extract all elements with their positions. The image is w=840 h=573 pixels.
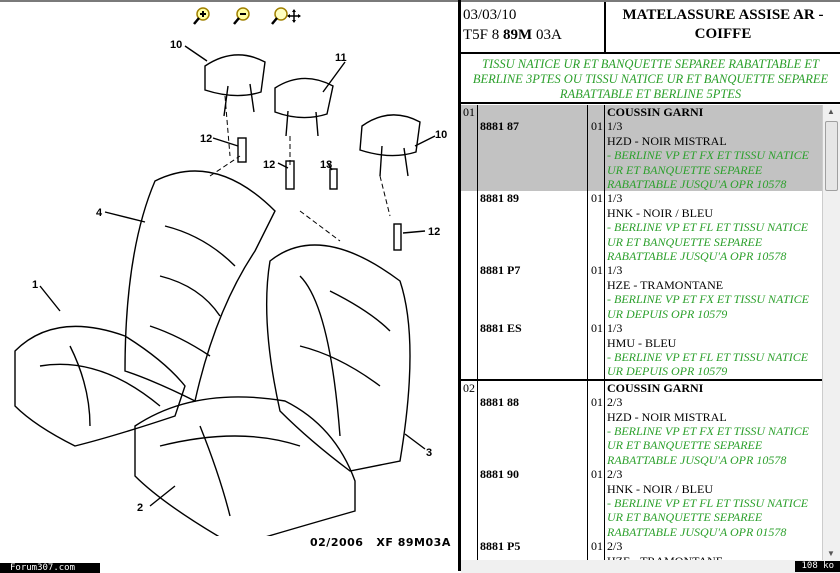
- group-index: [461, 191, 478, 264]
- callout-label: 12: [428, 226, 440, 238]
- part-qty: 01: [588, 539, 605, 560]
- callout-label: 2: [137, 502, 143, 514]
- group-index: [461, 467, 478, 540]
- group-index: [461, 321, 478, 379]
- callout-label: 12: [200, 133, 212, 145]
- part-note: - BERLINE VP ET FX ET TISSU NATICE UR DE…: [607, 292, 809, 321]
- part-qty: 01: [588, 467, 605, 540]
- part-position: 2/3: [607, 539, 623, 554]
- part-color: HNK - NOIR / BLEU: [607, 481, 713, 496]
- callout-label: 10: [435, 129, 447, 141]
- part-ref[interactable]: 8881 P5: [478, 539, 588, 560]
- diagram-code: 02/2006 XF 89M03A: [310, 536, 451, 549]
- group-index: [461, 263, 478, 322]
- diagram-pane: 10 11 10 12 12 13 12 4 1 3 2 02/2006 XF …: [0, 0, 458, 573]
- part-ref[interactable]: 8881 P7: [478, 263, 588, 322]
- parts-pane: 03/03/10 T5F 8 89M 03A MATELASSURE ASSIS…: [461, 0, 840, 573]
- part-note: - BERLINE VP ET FX ET TISSU NATICE UR ET…: [607, 148, 809, 192]
- part-position: 1/3: [607, 191, 623, 206]
- part-ref[interactable]: 8881 88: [478, 380, 588, 468]
- part-qty: 01: [588, 263, 605, 322]
- status-bar: 108 ko: [461, 560, 840, 573]
- callout-label: 4: [96, 207, 103, 219]
- part-name: COUSSIN GARNI: [607, 105, 704, 119]
- callout-label: 11: [335, 52, 347, 64]
- callout-label: 13: [320, 159, 332, 171]
- part-color: HMU - BLEU: [607, 335, 677, 350]
- callout-label: 12: [263, 159, 275, 171]
- watermark: Forum307.com: [0, 563, 100, 573]
- parts-header: 03/03/10 T5F 8 89M 03A MATELASSURE ASSIS…: [461, 2, 840, 54]
- part-color: HZD - NOIR MISTRAL: [607, 133, 727, 148]
- part-note: - BERLINE VP ET FL ET TISSU NATICE UR ET…: [607, 220, 809, 264]
- seat-exploded-diagram: 10 11 10 12 12 13 12 4 1 3 2: [14, 39, 447, 536]
- scroll-thumb[interactable]: [825, 121, 838, 191]
- group-index: 02: [461, 380, 478, 468]
- part-qty: 01: [588, 380, 605, 468]
- zoom-pan-icon[interactable]: [270, 6, 302, 26]
- part-qty: 01: [588, 321, 605, 379]
- part-qty: 01: [588, 105, 605, 192]
- scroll-down-icon[interactable]: ▼: [827, 549, 835, 558]
- zoom-in-icon[interactable]: [190, 6, 216, 26]
- page-title: MATELASSURE ASSISE AR - COIFFE: [622, 7, 824, 42]
- part-ref[interactable]: 8881 89: [478, 191, 588, 264]
- part-color: HZE - TRAMONTANE: [607, 277, 724, 292]
- part-position: 1/3: [607, 321, 623, 336]
- scroll-up-icon[interactable]: ▲: [827, 107, 835, 116]
- file-size: 108 ko: [795, 561, 840, 572]
- zoom-out-icon[interactable]: [230, 6, 256, 26]
- part-position: 1/3: [607, 119, 623, 134]
- part-ref[interactable]: 8881 ES: [478, 321, 588, 379]
- part-color: HZE - TRAMONTANE: [607, 554, 822, 560]
- group-index: 01: [461, 105, 478, 192]
- part-note: - BERLINE VP ET FX ET TISSU NATICE UR ET…: [607, 423, 809, 467]
- applicability-subtitle: TISSU NATICE UR ET BANQUETTE SEPAREE RAB…: [461, 54, 840, 104]
- callout-label: 3: [426, 447, 432, 459]
- group-index: [461, 539, 478, 560]
- header-info: 03/03/10 T5F 8 89M 03A: [461, 2, 606, 52]
- pane-divider[interactable]: [458, 0, 461, 571]
- part-color: HNK - NOIR / BLEU: [607, 205, 713, 220]
- part-position: 2/3: [607, 395, 623, 410]
- part-position: 1/3: [607, 263, 623, 278]
- header-date: 03/03/10: [463, 7, 517, 23]
- callout-label: 1: [32, 279, 38, 291]
- part-ref[interactable]: 8881 90: [478, 467, 588, 540]
- part-color: HZD - NOIR MISTRAL: [607, 409, 727, 424]
- part-note: - BERLINE VP ET FL ET TISSU NATICE UR ET…: [607, 495, 809, 539]
- part-note: - BERLINE VP ET FL ET TISSU NATICE UR DE…: [607, 349, 809, 379]
- part-ref[interactable]: 8881 87: [478, 105, 588, 192]
- part-name: COUSSIN GARNI: [607, 380, 704, 395]
- part-qty: 01: [588, 191, 605, 264]
- callout-label: 10: [170, 39, 182, 51]
- vertical-scrollbar[interactable]: ▲ ▼: [822, 105, 840, 560]
- part-position: 2/3: [607, 467, 623, 482]
- zoom-toolbar: [190, 6, 302, 26]
- header-ref: T5F 8 89M 03A: [463, 27, 562, 43]
